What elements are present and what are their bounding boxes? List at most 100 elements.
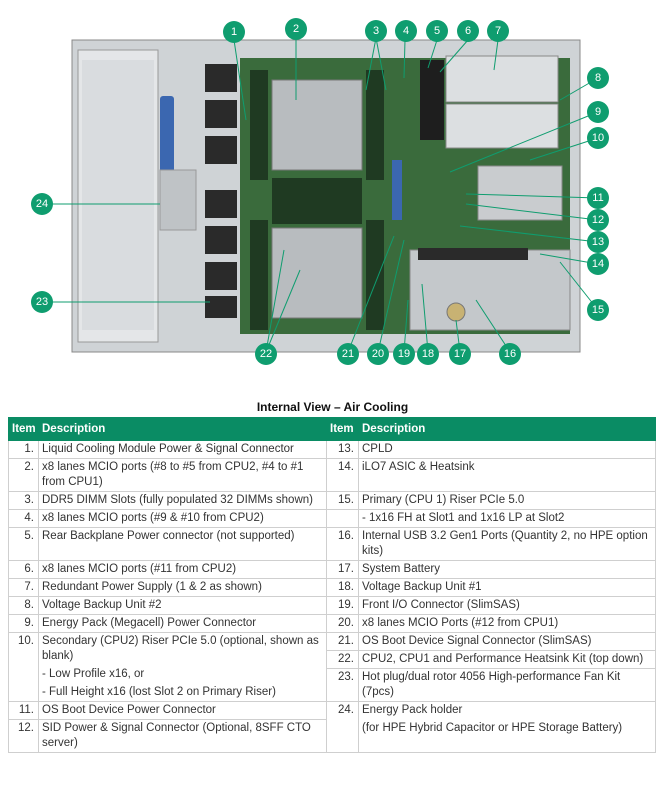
callout-3: 3 [365, 20, 387, 42]
item-number: 15. [326, 491, 359, 510]
cpu1-heatsink [271, 227, 363, 319]
callout-8: 8 [587, 67, 609, 89]
table-row: 7.Redundant Power Supply (1 & 2 as shown… [8, 578, 656, 597]
item-number: 4. [8, 509, 39, 528]
psu-cage [420, 60, 444, 140]
item-number [326, 509, 359, 528]
description-subitem: - Full Height x16 (lost Slot 2 on Primar… [42, 686, 276, 698]
item-description: Energy Pack (Megacell) Power Connector [38, 614, 327, 633]
fan-kit [205, 64, 237, 318]
table-row: 6.x8 lanes MCIO ports (#11 from CPU2)17.… [8, 560, 656, 579]
item-description: Secondary (CPU2) Riser PCIe 5.0 (optiona… [38, 632, 327, 702]
item-description: Voltage Backup Unit #2 [38, 596, 327, 615]
item-description: x8 lanes MCIO Ports (#12 from CPU1) [358, 614, 656, 633]
table-row: 12.SID Power & Signal Connector (Optiona… [8, 719, 656, 753]
item-number: 19. [326, 596, 359, 615]
power-supply-2 [445, 103, 559, 149]
table-row: 3.DDR5 DIMM Slots (fully populated 32 DI… [8, 491, 656, 510]
energy-pack-bracket [159, 169, 197, 231]
header-description-left: Description [38, 417, 327, 441]
callout-12: 12 [587, 209, 609, 231]
table-row: 1.Liquid Cooling Module Power & Signal C… [8, 440, 656, 459]
callout-9: 9 [587, 101, 609, 123]
item-number: 16. [326, 527, 359, 561]
callout-20: 20 [367, 343, 389, 365]
item-number: 20. [326, 614, 359, 633]
description-subitem: (for HPE Hybrid Capacitor or HPE Storage… [362, 722, 623, 734]
figure-caption: Internal View – Air Cooling [256, 400, 409, 414]
callout-23: 23 [31, 291, 53, 313]
component-legend-table: Item Description Item Description 1.Liqu… [8, 417, 656, 753]
header-item-left: Item [8, 417, 39, 441]
item-description: Hot plug/dual rotor 4056 High-performanc… [358, 668, 656, 702]
callout-1: 1 [223, 21, 245, 43]
item-number: 3. [8, 491, 39, 510]
item-description: CPLD [358, 440, 656, 459]
item-description: CPU2, CPU1 and Performance Heatsink Kit … [358, 650, 656, 669]
dimm-slots [250, 70, 384, 330]
table-row: 5.Rear Backplane Power connector (not su… [8, 527, 656, 561]
callout-7: 7 [487, 20, 509, 42]
table-header-row: Item Description Item Description [8, 417, 656, 441]
legend-body: 1.Liquid Cooling Module Power & Signal C… [8, 440, 656, 753]
item-description: Liquid Cooling Module Power & Signal Con… [38, 440, 327, 459]
leader-lines [52, 37, 599, 353]
item-description: - 1x16 FH at Slot1 and 1x16 LP at Slot2 [358, 509, 656, 528]
table-row: 10.Secondary (CPU2) Riser PCIe 5.0 (opti… [8, 632, 656, 702]
primary-riser [409, 249, 571, 331]
item-number: 21. [326, 632, 359, 651]
callout-22: 22 [255, 343, 277, 365]
item-number: 10. [8, 632, 39, 702]
item-number: 8. [8, 596, 39, 615]
item-number: 6. [8, 560, 39, 579]
item-number: 9. [8, 614, 39, 633]
callout-24: 24 [31, 193, 53, 215]
mcio-latch [392, 160, 402, 220]
item-number: 17. [326, 560, 359, 579]
item-number: 18. [326, 578, 359, 597]
callout-15: 15 [587, 299, 609, 321]
item-description: iLO7 ASIC & Heatsink [358, 458, 656, 492]
item-description: OS Boot Device Signal Connector (SlimSAS… [358, 632, 656, 651]
item-number: 11. [8, 701, 39, 720]
item-description: Primary (CPU 1) Riser PCIe 5.0 [358, 491, 656, 510]
system-battery [446, 302, 466, 322]
item-number: 1. [8, 440, 39, 459]
item-description: x8 lanes MCIO ports (#11 from CPU2) [38, 560, 327, 579]
item-description: DDR5 DIMM Slots (fully populated 32 DIMM… [38, 491, 327, 510]
header-description-right: Description [358, 417, 656, 441]
item-number: 23. [326, 668, 359, 702]
item-number: 14. [326, 458, 359, 492]
item-description: Redundant Power Supply (1 & 2 as shown) [38, 578, 327, 597]
server-internal-view: 1 2 3 4 5 6 7 8 9 10 11 12 13 14 15 16 1… [0, 0, 665, 395]
item-number: 2. [8, 458, 39, 492]
callout-19: 19 [393, 343, 415, 365]
callout-5: 5 [426, 20, 448, 42]
item-number: 7. [8, 578, 39, 597]
callout-17: 17 [449, 343, 471, 365]
item-description: Internal USB 3.2 Gen1 Ports (Quantity 2,… [358, 527, 656, 561]
description-text: Energy Pack holder [362, 704, 463, 716]
callout-6: 6 [457, 20, 479, 42]
callout-14: 14 [587, 253, 609, 275]
table-row: 2.x8 lanes MCIO ports (#8 to #5 from CPU… [8, 458, 656, 492]
item-number: 24. [326, 701, 359, 753]
table-row: 22.CPU2, CPU1 and Performance Heatsink K… [9, 650, 656, 669]
item-description: x8 lanes MCIO ports (#9 & #10 from CPU2) [38, 509, 327, 528]
riser-card [418, 248, 528, 260]
server-diagram [52, 37, 599, 353]
item-description: Energy Pack holder (for HPE Hybrid Capaci… [358, 701, 656, 753]
power-supply-1 [445, 55, 559, 103]
callout-18: 18 [417, 343, 439, 365]
table-row: 4.x8 lanes MCIO ports (#9 & #10 from CPU… [8, 509, 656, 528]
callout-13: 13 [587, 231, 609, 253]
callout-21: 21 [337, 343, 359, 365]
callout-4: 4 [395, 20, 417, 42]
item-description: Rear Backplane Power connector (not supp… [38, 527, 327, 561]
header-item-right: Item [326, 417, 359, 441]
callout-2: 2 [285, 18, 307, 40]
callout-16: 16 [499, 343, 521, 365]
item-description: Voltage Backup Unit #1 [358, 578, 656, 597]
